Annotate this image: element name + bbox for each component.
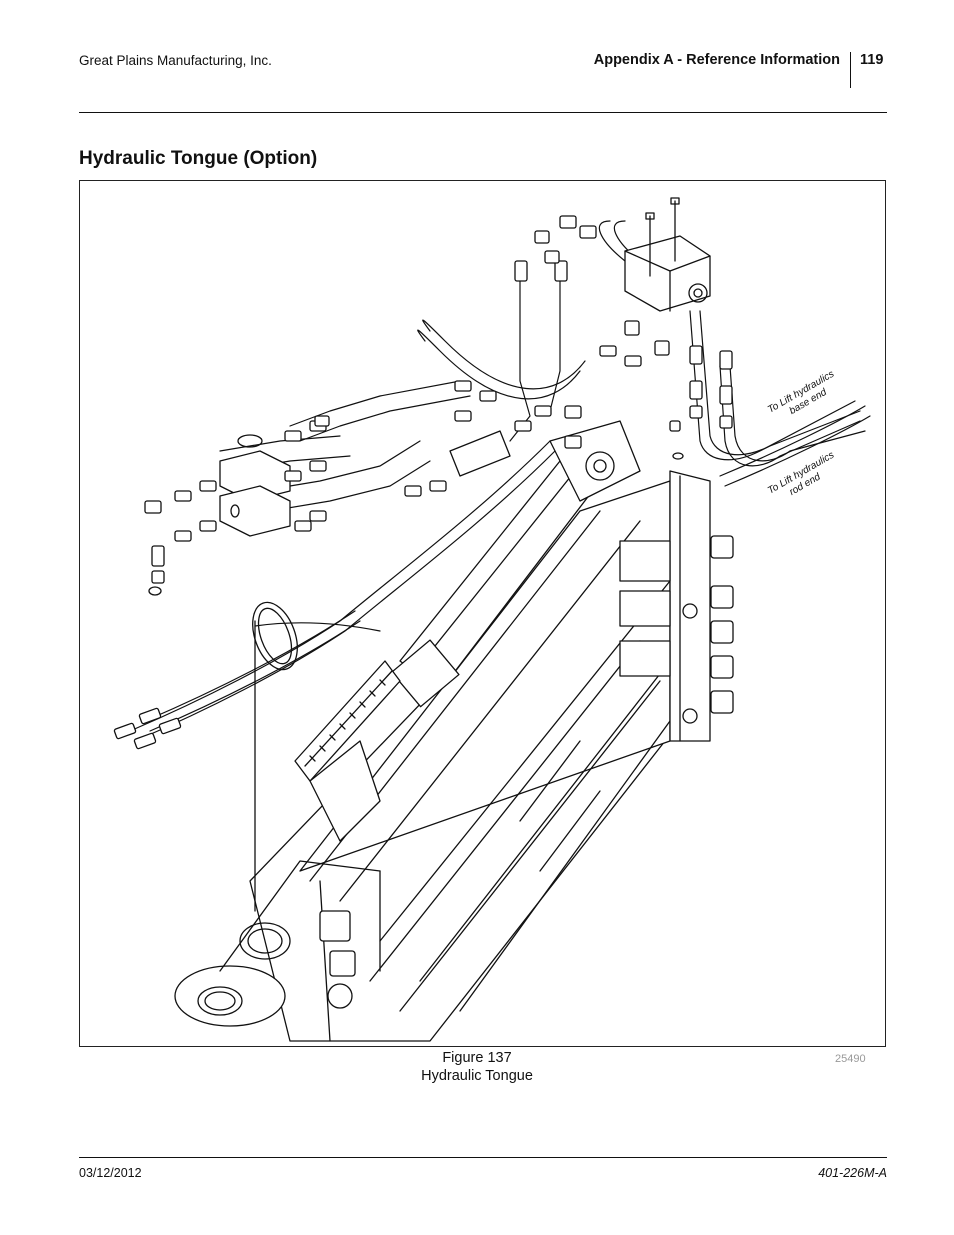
footer-date: 03/12/2012 [79,1166,142,1180]
company-name: Great Plains Manufacturing, Inc. [79,53,272,68]
hitch-eye [174,860,381,1027]
callout-base-end: To Lift hydraulics base end [766,369,836,417]
tongue-frame [249,480,671,1042]
header-rule [79,112,887,113]
header-divider [850,52,851,88]
angle-indicator [294,660,401,842]
valve-blocks [219,197,711,537]
page-number: 119 [860,52,884,68]
hose-fittings [113,215,733,750]
mounting-plate [619,470,734,742]
hose-clamp [252,601,298,671]
figure-frame: To Lift hydraulics base end To Lift hydr… [79,180,886,1047]
section-heading: Appendix A - Reference Information [593,52,840,68]
footer-rule [79,1157,887,1158]
page-title: Hydraulic Tongue (Option) [79,148,318,169]
figure-caption: Hydraulic Tongue [421,1068,533,1084]
hydraulic-tongue-illustration: To Lift hydraulics base end To Lift hydr… [113,197,871,1042]
hydraulic-hoses [129,220,871,742]
drawing-id: 25490 [835,1053,866,1065]
footer-doc-number: 401-226M-A [818,1166,887,1180]
figure-number: Figure 137 [442,1050,512,1066]
